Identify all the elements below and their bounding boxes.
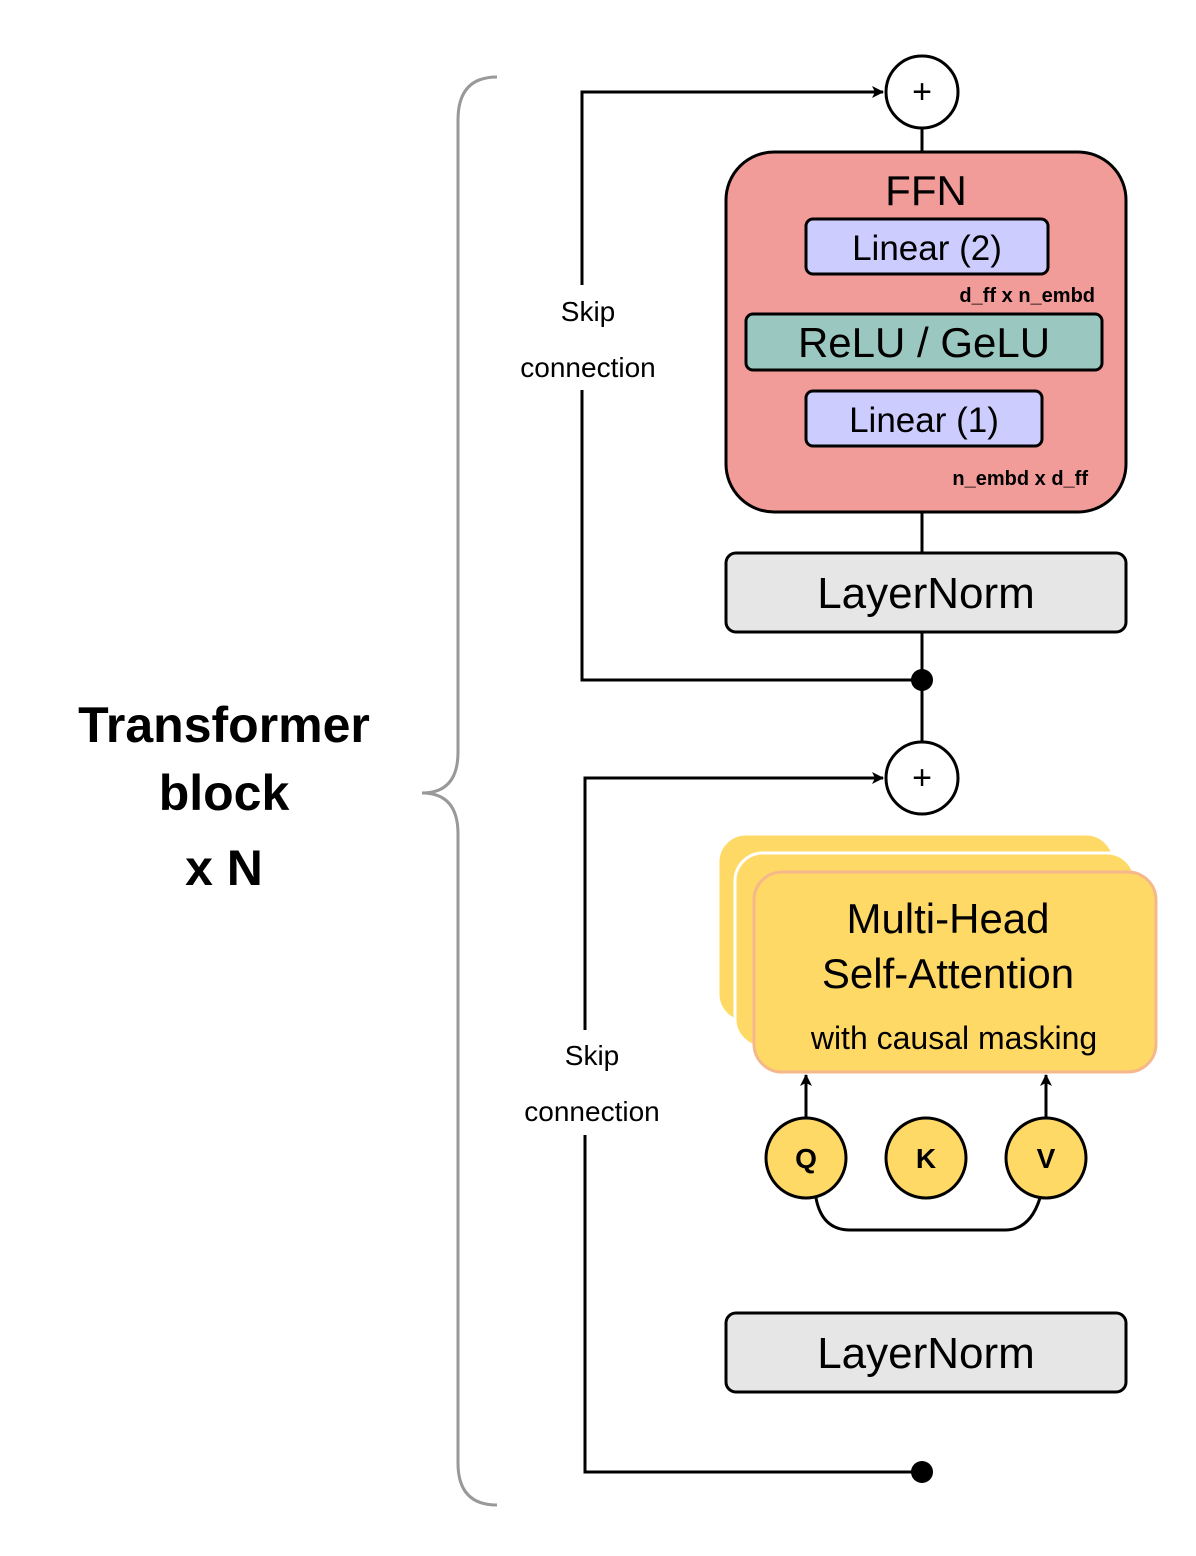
qkv-connector-path (804, 1186, 1048, 1232)
ffn-activation-label: ReLU / GeLU (798, 319, 1050, 366)
top-layernorm-box (724, 551, 1128, 634)
ffn-linear2-box (804, 217, 1050, 276)
top-skip-junction-dot (911, 669, 933, 691)
attention-label-line3: with causal masking (810, 1020, 1097, 1056)
attention-head-layer-front (752, 870, 1158, 1074)
q-label: Q (795, 1143, 817, 1174)
transformer-block-brace (421, 75, 498, 1507)
block-label-line1: Transformer (78, 697, 370, 753)
ffn-title: FFN (885, 167, 967, 214)
top-residual-add-node (884, 54, 960, 130)
top-residual-add-symbol: + (912, 73, 932, 111)
block-label-line2: block (159, 765, 290, 821)
bottom-residual-add-symbol: + (912, 759, 932, 797)
bottom-skip-label-line1: Skip (565, 1040, 619, 1071)
block-label-line3: x N (185, 840, 263, 896)
top-skip-label-line1: Skip (561, 296, 615, 327)
bottom-skip-label-line2: connection (524, 1096, 659, 1127)
ffn-linear1-label: Linear (1) (849, 401, 999, 440)
k-node (884, 1116, 968, 1200)
bottom-layernorm-box (724, 1311, 1128, 1394)
v-label: V (1037, 1143, 1056, 1174)
top-skip-label-line2: connection (520, 352, 655, 383)
bottom-skip-label-bg (505, 1030, 675, 1135)
top-skip-label-bg (500, 285, 670, 390)
bottom-input-dot (911, 1461, 933, 1483)
attention-label-line1: Multi-Head (846, 895, 1049, 942)
ffn-activation-box (744, 312, 1104, 372)
ffn-linear2-label: Linear (2) (852, 229, 1002, 268)
attention-label-line2: Self-Attention (822, 950, 1074, 997)
k-label: K (916, 1143, 936, 1174)
v-node (1004, 1116, 1088, 1200)
top-layernorm-label: LayerNorm (817, 569, 1035, 618)
ffn-linear2-dims: d_ff x n_embd (959, 285, 1095, 307)
q-node (764, 1116, 848, 1200)
bottom-residual-add-node (884, 740, 960, 816)
bottom-layernorm-label: LayerNorm (817, 1329, 1035, 1378)
ffn-linear1-dims: n_embd x d_ff (952, 468, 1088, 490)
ffn-linear1-box (804, 389, 1044, 448)
